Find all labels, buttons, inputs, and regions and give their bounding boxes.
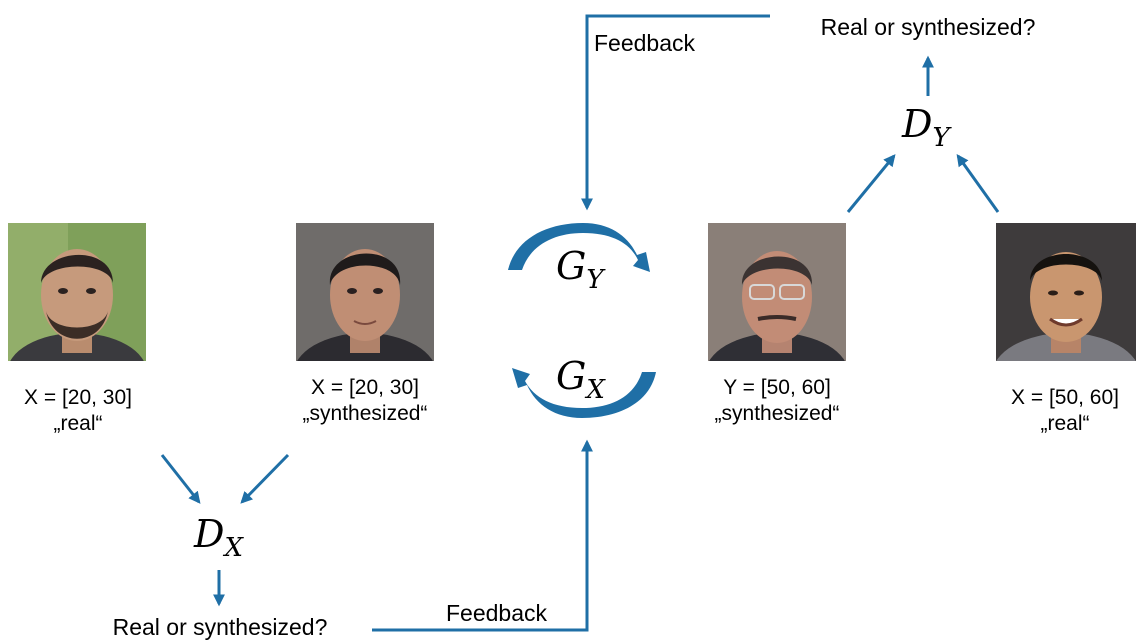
generator-y: GY bbox=[556, 246, 604, 300]
generator-y-base: G bbox=[556, 244, 587, 288]
generator-x: GX bbox=[556, 356, 605, 410]
top-question: Real or synthesized? bbox=[820, 14, 1036, 40]
face-4-label: „real“ bbox=[1040, 412, 1090, 435]
generator-y-curved-arrow bbox=[508, 223, 650, 272]
bottom-question: Real or synthesized? bbox=[112, 614, 328, 640]
face-2-label: „synthesized“ bbox=[302, 402, 428, 425]
face-3-label: „synthesized“ bbox=[714, 402, 840, 425]
face-2-range: X = [20, 30] bbox=[311, 376, 419, 399]
discriminator-x-base: D bbox=[194, 512, 225, 556]
discriminator-y-sub: Y bbox=[932, 123, 950, 153]
face-1-label: „real“ bbox=[53, 412, 103, 435]
discriminator-x: DX bbox=[194, 514, 243, 568]
face-photo-synthesized-50-60 bbox=[708, 223, 846, 361]
face-1-range: X = [20, 30] bbox=[24, 386, 132, 409]
face-photo-real-20-30 bbox=[8, 223, 146, 361]
face-3-range: Y = [50, 60] bbox=[723, 376, 831, 399]
face-4-range: X = [50, 60] bbox=[1011, 386, 1119, 409]
feedback-bottom-line bbox=[372, 439, 593, 632]
real-50-to-dy-arrow bbox=[956, 154, 1000, 213]
discriminator-y-base: D bbox=[902, 102, 933, 146]
generator-y-sub: Y bbox=[586, 265, 604, 295]
generator-x-sub: X bbox=[586, 375, 605, 405]
feedback-top-label: Feedback bbox=[594, 30, 696, 56]
feedback-bottom-label: Feedback bbox=[446, 600, 548, 626]
synth-y-to-dy-arrow bbox=[846, 154, 896, 213]
face-photo-real-50-60 bbox=[996, 223, 1136, 361]
synth-20-to-dx-arrow bbox=[240, 453, 290, 504]
real-20-to-dx-arrow bbox=[160, 454, 201, 504]
feedback-top-line bbox=[581, 14, 770, 211]
discriminator-x-sub: X bbox=[224, 533, 243, 563]
generator-x-base: G bbox=[556, 354, 587, 398]
face-photo-synthesized-20-30 bbox=[296, 223, 434, 361]
discriminator-y: DY bbox=[902, 104, 950, 158]
generator-x-curved-arrow bbox=[512, 368, 656, 418]
